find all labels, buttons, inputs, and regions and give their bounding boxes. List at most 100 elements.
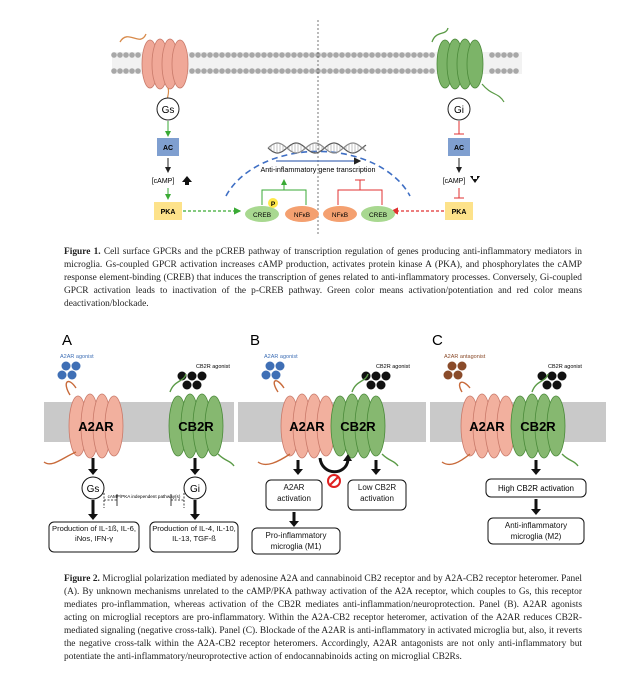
lipid-head <box>225 68 231 74</box>
a2a-receptor-c: A2AR <box>441 381 516 466</box>
panel-b-agonist-a2a: A2AR agonist <box>264 354 298 360</box>
gene-transcription-label: Anti-inflammatory gene transcription <box>260 165 375 174</box>
lipid-head <box>321 52 327 58</box>
lipid-head <box>315 68 321 74</box>
a2a-receptor-b: A2AR <box>257 380 336 466</box>
lipid-head <box>303 52 309 58</box>
figure-1-diagram: Gs Gi AC [cAMP] PKA AC [cAMP] PKA <box>111 20 522 236</box>
lipid-head <box>237 52 243 58</box>
lipid-head <box>189 68 195 74</box>
a2ar-activation-text-b: A2AR activation <box>277 483 311 503</box>
lipid-head <box>231 68 237 74</box>
lipid-head <box>129 52 135 58</box>
lipid-head <box>381 68 387 74</box>
lipid-head <box>111 52 117 58</box>
lipid-head <box>339 68 345 74</box>
outcome-box-b: Pro-inflammatory microglia (M1) <box>251 527 341 555</box>
lipid-head <box>231 52 237 58</box>
panel-c-antagonist-a2a: A2AR antagonist <box>444 354 486 360</box>
low-cb2r-box-b: Low CB2R activation <box>347 479 407 511</box>
lipid-head <box>207 52 213 58</box>
lipid-head <box>489 52 495 58</box>
lipid-head <box>507 68 513 74</box>
lipid-head <box>129 68 135 74</box>
svg-text:CREB: CREB <box>253 212 271 219</box>
lipid-head <box>507 52 513 58</box>
pka-box-left: PKA <box>154 202 182 220</box>
a2ar-label-b: A2AR <box>289 419 325 434</box>
lipid-head <box>315 52 321 58</box>
a2a-agonist-dots-b <box>261 361 285 380</box>
lipid-head <box>249 52 255 58</box>
lipid-head <box>387 52 393 58</box>
creb-left: CREB <box>245 206 279 222</box>
lipid-head <box>495 68 501 74</box>
lipid-head <box>135 68 141 74</box>
lipid-head <box>219 52 225 58</box>
lipid-head <box>117 68 123 74</box>
lipid-head <box>189 52 195 58</box>
lipid-head <box>393 68 399 74</box>
gi-label: Gi <box>454 105 464 116</box>
svg-text:PKA: PKA <box>452 209 467 216</box>
lipid-head <box>309 68 315 74</box>
block-icon <box>327 474 341 488</box>
lipid-head <box>501 52 507 58</box>
nfkb-left: NFκB <box>285 206 319 222</box>
cb2r-label-c: CB2R <box>520 419 556 434</box>
lipid-head <box>327 68 333 74</box>
lipid-head <box>417 52 423 58</box>
lipid-head <box>309 52 315 58</box>
panel-a-letter: A <box>62 332 72 349</box>
lipid-head <box>405 52 411 58</box>
lipid-head <box>321 68 327 74</box>
lipid-head <box>207 68 213 74</box>
lipid-head <box>123 68 129 74</box>
high-cb2r-text-c: High CB2R activation <box>498 484 574 493</box>
gi-protein: Gi <box>447 97 471 121</box>
cb2-receptor-b: CB2R <box>330 373 399 467</box>
lipid-head <box>219 68 225 74</box>
gs-circle-a: Gs <box>81 476 105 500</box>
lipid-head <box>195 52 201 58</box>
lipid-head <box>363 68 369 74</box>
lipid-head <box>513 52 519 58</box>
phospho-p: P <box>268 198 278 208</box>
lipid-head <box>285 52 291 58</box>
lipid-head <box>513 68 519 74</box>
figure-1-caption-label: Figure 1. <box>64 247 101 257</box>
panel-b-agonist-cb2: CB2R agonist <box>376 364 410 370</box>
ac-box-left: AC <box>157 138 179 156</box>
lipid-head <box>351 52 357 58</box>
lipid-head <box>261 52 267 58</box>
lipid-head <box>423 68 429 74</box>
cb2-receptor-c: CB2R <box>510 373 579 467</box>
lipid-head <box>297 68 303 74</box>
cb2-receptor-a: CB2R <box>168 373 235 467</box>
lipid-head <box>267 52 273 58</box>
independent-pathway-note: cAMP/PKA independent pathway(s) <box>108 494 181 499</box>
lipid-head <box>333 68 339 74</box>
gs-protein: Gs <box>156 97 180 121</box>
gi-receptor <box>431 27 505 103</box>
lipid-head <box>243 52 249 58</box>
lipid-head <box>399 68 405 74</box>
high-cb2r-box-c: High CB2R activation <box>485 478 587 498</box>
figure-1-caption-text: Cell surface GPCRs and the pCREB pathway… <box>64 247 582 309</box>
gs-receptor <box>119 33 189 101</box>
lipid-head <box>375 68 381 74</box>
svg-text:AC: AC <box>163 145 173 152</box>
lipid-head <box>117 52 123 58</box>
output-box-a-left: Production of IL-1ß, IL-6, iNos, IFN-γ <box>48 521 140 553</box>
svg-text:CREB: CREB <box>369 212 387 219</box>
lipid-head <box>387 68 393 74</box>
pka-box-right: PKA <box>445 202 473 220</box>
lipid-head <box>351 68 357 74</box>
panel-a: A A2AR agonist CB2R agonist A2AR CB2R <box>43 332 239 553</box>
lipid-head <box>285 68 291 74</box>
camp-up-arrow <box>182 176 192 185</box>
svg-text:NFκB: NFκB <box>294 212 310 219</box>
lipid-head <box>297 52 303 58</box>
lipid-head <box>375 52 381 58</box>
lipid-head <box>273 68 279 74</box>
